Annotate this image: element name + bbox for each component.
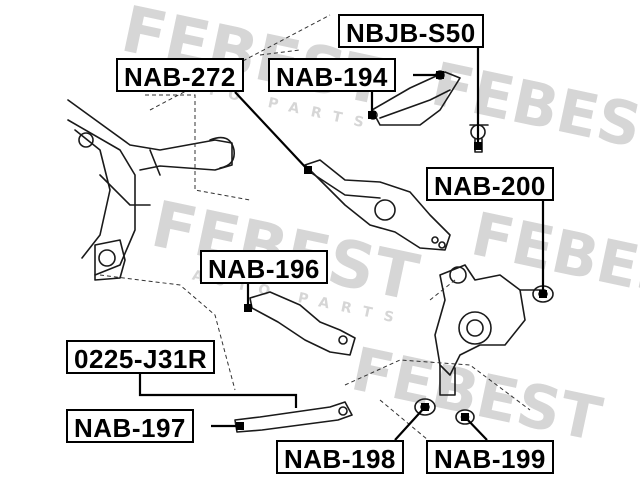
- trailing-link-part: [249, 291, 356, 356]
- leader-0225-j31r: [138, 373, 298, 408]
- marker-nab-198: [421, 403, 429, 411]
- marker-nab-194-b: [368, 111, 376, 119]
- marker-nab-199: [461, 413, 469, 421]
- marker-nab-272: [304, 166, 312, 174]
- label-nab-194: NAB-194: [268, 58, 396, 92]
- label-nab-199: NAB-199: [426, 440, 554, 474]
- label-nab-272: NAB-272: [116, 58, 244, 92]
- marker-nab-200: [539, 290, 547, 298]
- label-0225-j31r: 0225-J31R: [66, 340, 216, 374]
- marker-nab-194-a: [436, 71, 444, 79]
- guide-line: [259, 49, 301, 56]
- subframe-part: [67, 99, 236, 281]
- toe-link-part: [234, 401, 353, 433]
- marker-nab-197: [236, 422, 244, 430]
- guide-line: [344, 359, 531, 411]
- knuckle-part: [434, 264, 546, 396]
- guide-line: [145, 94, 251, 201]
- marker-nbjb-s50: [474, 142, 482, 150]
- leader-nab-198: [394, 406, 426, 441]
- guide-line: [429, 279, 456, 301]
- lower-arm-part: [304, 159, 451, 251]
- label-nbjb-s50: NBJB-S50: [338, 14, 484, 48]
- label-nab-198: NAB-198: [276, 440, 404, 474]
- label-nab-196: NAB-196: [200, 250, 328, 284]
- leader-nab-272: [234, 91, 309, 171]
- label-nab-200: NAB-200: [426, 167, 554, 201]
- label-nab-197: NAB-197: [66, 409, 194, 443]
- marker-nab-196: [244, 304, 252, 312]
